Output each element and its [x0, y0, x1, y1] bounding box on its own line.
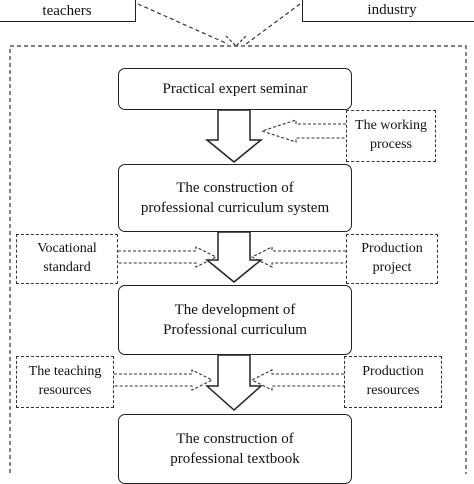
vocational-standard-line-1: Vocational	[37, 241, 97, 257]
step-3-line-1: The development of	[174, 301, 296, 318]
input-production-project: Production project	[346, 234, 438, 284]
side-arrow-production-resources	[250, 369, 344, 391]
main-arrow-2	[204, 231, 264, 283]
production-resources-line-2: resources	[366, 383, 420, 398]
working-process-line-2: process	[370, 137, 412, 152]
step-2-line-1: The construction of	[176, 179, 294, 196]
side-arrow-working-process	[260, 119, 346, 143]
step-2-line-2: professional curriculum system	[140, 200, 330, 216]
vocational-standard-line-2: standard	[43, 260, 91, 275]
step-4-line-1: The construction of	[176, 430, 294, 447]
main-arrow-1	[204, 109, 264, 163]
side-arrow-teaching-resources	[114, 369, 214, 391]
production-project-line-1: Production	[361, 241, 423, 257]
dashed-connector-right	[245, 3, 301, 45]
input-production-resources: Production resources	[344, 356, 442, 408]
working-process-line-1: The working	[355, 118, 427, 134]
input-vocational-standard: Vocational standard	[16, 234, 118, 284]
step-curriculum-development: The development of Professional curricul…	[118, 285, 352, 355]
teachers-label: teachers	[42, 2, 92, 19]
diagram-connectors	[9, 3, 467, 474]
production-project-line-2: project	[372, 260, 412, 275]
step-curriculum-system: The construction of professional curricu…	[118, 164, 352, 232]
industry-box: industry	[302, 0, 474, 22]
dashed-arrowhead-top	[225, 35, 247, 47]
teaching-resources-line-2: resources	[38, 383, 92, 398]
production-resources-line-1: Production	[362, 364, 424, 380]
step-4-line-2: professional textbook	[170, 451, 300, 467]
outer-dashed-frame	[9, 45, 467, 474]
industry-label: industry	[367, 1, 417, 18]
side-arrow-vocational-standard	[118, 246, 218, 268]
side-arrow-production-project	[250, 246, 346, 268]
teachers-box: teachers	[0, 0, 136, 22]
input-working-process: The working process	[346, 110, 436, 162]
input-teaching-resources: The teaching resources	[16, 356, 114, 408]
step-3-line-2: Professional curriculum	[163, 322, 307, 338]
teaching-resources-line-1: The teaching	[28, 364, 102, 380]
step-1-label: Practical expert seminar	[162, 80, 308, 97]
main-arrow-3	[205, 354, 263, 412]
dashed-connector-left	[137, 3, 229, 45]
step-textbook-construction: The construction of professional textboo…	[118, 414, 352, 484]
step-practical-expert-seminar: Practical expert seminar	[118, 68, 352, 110]
